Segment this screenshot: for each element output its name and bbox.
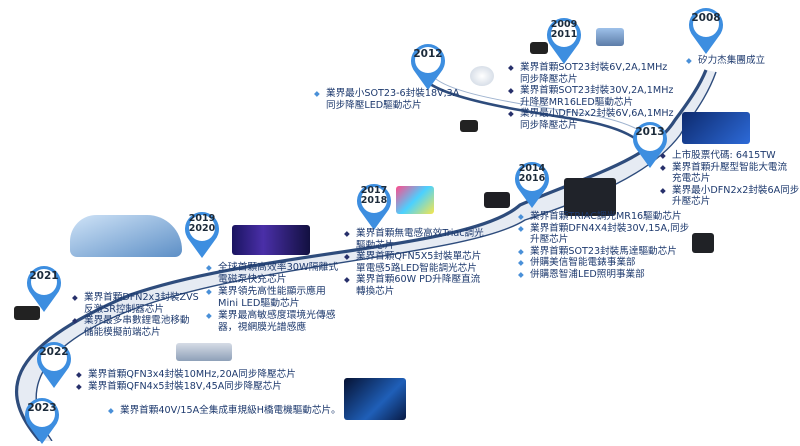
- milestone-2008-items: 矽力杰集團成立: [686, 55, 765, 67]
- milestone-2014-2016-items: 業界首顆TRIAC調光MR16驅動芯片 業界首顆DFN4X4封裝30V,15A,…: [518, 211, 689, 280]
- milestone-item: 業界首顆SOT23封裝6V,2A,1MHz 同步降壓芯片: [508, 62, 674, 85]
- chip-image: [530, 42, 548, 54]
- milestone-item: 業界首顆TRIAC調光MR16驅動芯片: [518, 211, 689, 223]
- milestone-2017-2018-items: 業界首顆無電感高效Triac調光 驅動芯片 業界首顆QFN5X5封裝單芯片 單電…: [344, 228, 484, 297]
- year-label: 2021: [29, 270, 59, 282]
- year-label: 2008: [691, 12, 721, 24]
- milestone-item: 併購恩智浦LED照明事業部: [518, 269, 689, 281]
- map-pin-icon: [27, 266, 61, 312]
- milestone-2019-2020-items: 全球首顆高效率30W隔離式 電磁泵快充芯片 業界領先高性能顯示應用 Mini L…: [206, 262, 338, 334]
- milestone-item: 業界首顆SOT23封裝30V,2A,1MHz 升降壓MR16LED驅動芯片: [508, 85, 674, 108]
- milestone-item: 矽力杰集團成立: [686, 55, 765, 67]
- milestone-item: 併購美信智能電錶事業部: [518, 257, 689, 269]
- milestone-2012-items: 業界最小SOT23-6封裝18V,3A 同步降壓LED驅動芯片: [314, 88, 459, 111]
- milestone-item: 業界首顆DFN4X4封裝30V,15A,同步 升壓芯片: [518, 223, 689, 246]
- ssd-image: [692, 233, 714, 253]
- map-pin-icon: [25, 398, 59, 444]
- map-pin-icon: [357, 184, 391, 230]
- chip-image: [484, 192, 510, 208]
- automotive-chip-image: [344, 378, 406, 420]
- chip-image: [14, 306, 40, 320]
- milestone-2021-items: 業界首顆DFN2x3封裝ZVS 反激SR控制器芯片 業界最多串數鋰電池移動 儲能…: [72, 292, 199, 338]
- year-label: 2017 2018: [360, 185, 388, 206]
- year-pin-2012: 2012: [406, 40, 450, 92]
- milestone-item: 業界首顆40V/15A全集成車規級H橋電機驅動芯片。: [108, 405, 341, 417]
- year-label: 2014 2016: [518, 163, 546, 184]
- milestone-item: 業界首顆60W PD升降壓直流 轉換芯片: [344, 274, 484, 297]
- map-pin-icon: [547, 18, 581, 64]
- year-pin-2014-2016: 2014 2016: [510, 158, 554, 210]
- monitor-image: [396, 186, 434, 214]
- milestone-item: 業界首顆升壓型智能大電流 充電芯片: [660, 162, 799, 185]
- milestone-item: 業界最多串數鋰電池移動 儲能模擬前端芯片: [72, 315, 199, 338]
- year-pin-2013: 2013: [628, 118, 672, 170]
- map-pin-icon: [185, 212, 219, 258]
- milestone-item: 業界首顆無電感高效Triac調光 驅動芯片: [344, 228, 484, 251]
- lamp-image: [470, 66, 494, 86]
- milestone-item: 業界首顆QFN4x5封裝18V,45A同步降壓芯片: [76, 381, 296, 393]
- ipo-image: [682, 112, 750, 144]
- milestone-item: 業界領先高性能顯示應用 Mini LED驅動芯片: [206, 286, 338, 310]
- map-pin-icon: [411, 44, 445, 90]
- year-label: 2023: [27, 402, 57, 414]
- year-pin-2008: 2008: [684, 4, 728, 56]
- milestone-2022-items: 業界首顆QFN3x4封裝10MHz,20A同步降壓芯片 業界首顆QFN4x5封裝…: [76, 369, 296, 392]
- laptop-image: [596, 28, 624, 46]
- year-pin-2009-2011: 2009 2011: [542, 14, 586, 66]
- led-panel-image: [232, 225, 310, 255]
- year-pin-2021: 2021: [22, 262, 66, 314]
- milestone-item: 業界最小DFN2x2封裝6V,6A,1MHz 同步降壓芯片: [508, 108, 674, 131]
- year-pin-2023: 2023: [20, 394, 64, 446]
- milestone-item: 上市股票代碼: 6415TW: [660, 150, 799, 162]
- milestone-item: 業界首顆QFN3x4封裝10MHz,20A同步降壓芯片: [76, 369, 296, 381]
- chip-image: [460, 120, 478, 132]
- milestone-item: 業界首顆SOT23封裝馬達驅動芯片: [518, 246, 689, 258]
- map-pin-icon: [633, 122, 667, 168]
- battery-image: [176, 343, 232, 361]
- year-pin-2022: 2022: [32, 338, 76, 390]
- car-image: [70, 215, 182, 257]
- milestone-item: 業界首顆DFN2x3封裝ZVS 反激SR控制器芯片: [72, 292, 199, 315]
- power-adapter-image: [564, 178, 616, 216]
- year-pin-2017-2018: 2017 2018: [352, 180, 396, 232]
- milestone-2009-2011-items: 業界首顆SOT23封裝6V,2A,1MHz 同步降壓芯片 業界首顆SOT23封裝…: [508, 62, 674, 131]
- map-pin-icon: [515, 162, 549, 208]
- milestone-item: 業界最小SOT23-6封裝18V,3A 同步降壓LED驅動芯片: [314, 88, 459, 111]
- year-label: 2012: [413, 48, 443, 60]
- year-label: 2022: [39, 346, 69, 358]
- milestone-item: 業界最高敏感度環境光傳感 器，視網膜光譜感應: [206, 310, 338, 334]
- year-pin-2019-2020: 2019 2020: [180, 208, 224, 260]
- milestone-2013-items: 上市股票代碼: 6415TW 業界首顆升壓型智能大電流 充電芯片 業界最小DFN…: [660, 150, 799, 208]
- map-pin-icon: [689, 8, 723, 55]
- milestone-item: 業界首顆QFN5X5封裝單芯片 單電感5路LED智能調光芯片: [344, 251, 484, 274]
- map-pin-icon: [37, 342, 71, 388]
- year-label: 2009 2011: [550, 19, 578, 40]
- milestone-2023-items: 業界首顆40V/15A全集成車規級H橋電機驅動芯片。: [108, 405, 341, 417]
- year-label: 2013: [635, 126, 665, 138]
- year-label: 2019 2020: [188, 213, 216, 234]
- milestone-item: 全球首顆高效率30W隔離式 電磁泵快充芯片: [206, 262, 338, 286]
- milestone-item: 業界最小DFN2x2封裝6A同步 升壓芯片: [660, 185, 799, 208]
